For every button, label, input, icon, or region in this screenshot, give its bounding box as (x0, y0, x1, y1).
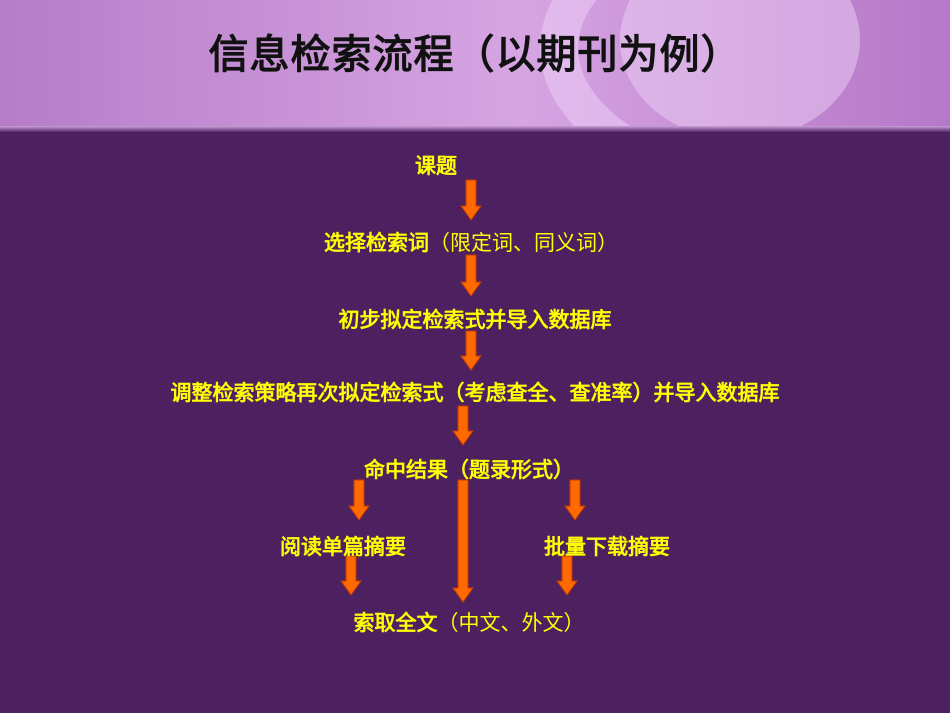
node-fulltext-paren: （中文、外文） (437, 611, 585, 635)
node-topic-text: 课题 (415, 154, 457, 178)
node-read-abstracts-text: 阅读单篇摘要 (280, 535, 406, 559)
node-hit-results-text: 命中结果（题录形式） (364, 458, 574, 482)
node-adjust-strategy: 调整检索策略再次拟定检索式（考虑查全、查准率）并导入数据库 (171, 377, 780, 407)
node-batch-download-text: 批量下载摘要 (544, 535, 670, 559)
node-initial-query-text: 初步拟定检索式并导入数据库 (338, 308, 612, 332)
node-adjust-strategy-text: 调整检索策略再次拟定检索式（考虑查全、查准率）并导入数据库 (170, 381, 780, 405)
arrow-hit-results-to-read-abstracts (348, 479, 370, 521)
node-read-abstracts: 阅读单篇摘要 (280, 531, 406, 561)
node-select-terms-text: 选择检索词 (324, 231, 429, 255)
arrow-hit-results-to-fulltext (452, 479, 474, 603)
node-topic: 课题 (415, 150, 457, 180)
node-hit-results: 命中结果（题录形式） (364, 454, 574, 484)
arrow-select-terms-to-initial-query (460, 254, 482, 297)
arrow-initial-query-to-adjust-strategy (460, 330, 482, 371)
arrow-hit-results-to-batch-download (564, 479, 586, 521)
arrow-batch-download-to-fulltext (556, 555, 578, 596)
title-banner: 信息检索流程（以期刊为例） (0, 0, 950, 132)
node-select-terms: 选择检索词（限定词、同义词） (324, 227, 618, 257)
arrow-read-abstracts-to-fulltext (340, 555, 362, 596)
node-fulltext: 索取全文（中文、外文） (354, 607, 585, 637)
node-select-terms-paren: （限定词、同义词） (429, 231, 618, 255)
arrow-topic-to-select-terms (460, 179, 482, 221)
arrow-adjust-strategy-to-hit-results (452, 405, 474, 446)
slide-title: 信息检索流程（以期刊为例） (208, 32, 742, 78)
banner-edge (0, 126, 950, 132)
node-fulltext-text: 索取全文 (353, 611, 438, 635)
node-batch-download: 批量下载摘要 (544, 531, 670, 561)
node-initial-query: 初步拟定检索式并导入数据库 (339, 304, 612, 334)
